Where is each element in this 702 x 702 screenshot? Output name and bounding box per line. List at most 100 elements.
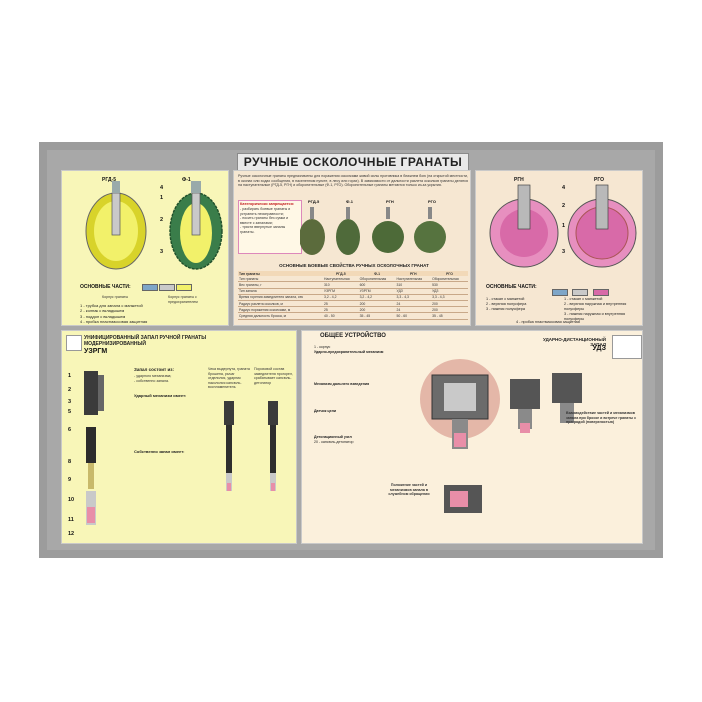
table-cell: 3,2 - 4,2 [358,294,396,301]
table-header-row: Тип гранаты РГД-5 Ф-1 РГН РГО [238,271,468,277]
table-cell: Время горения замедлителя запала, сек [238,294,324,301]
table-cell: 3,3 - 4,3 [431,294,468,301]
part-item: 3 - нижняя полусфера [486,307,526,311]
table-row: Время горения замедлителя запала, сек 3,2… [238,294,468,301]
legend-swatch-fuse [158,284,175,291]
legend-swatch-body [552,289,568,297]
table-cell: 200 [358,306,396,314]
list-item: 1 - корпус [314,345,331,349]
table-cell: 40 - 50 [323,312,359,320]
poster-frame: РУЧНЫЕ ОСКОЛОЧНЫЕ ГРАНАТЫ РГД-5 Ф-1 4 1 … [39,142,663,558]
legend-right [552,284,609,302]
panel-rgd5-f1: РГД-5 Ф-1 4 1 2 3 ОСНОВНЫЕ ЧАСТИ: Корпус… [61,170,229,326]
table-cell: 200 [431,306,468,314]
grenade-name-f1: Ф-1 [182,177,191,183]
table-cell: Оборонительная [431,276,468,283]
table-cell: 25 [323,300,359,308]
table-cell: УДЗ [395,288,432,295]
grenade-name-rgd5: РГД-5 [102,177,117,183]
uzrgm-heading: УНИФИЦИРОВАННЫЙ ЗАПАЛ РУЧНОЙ ГРАНАТЫ МОД… [84,335,207,347]
udz-model: УДЗ [592,345,606,352]
striker-heading: Ударный механизм имеет: [134,393,187,398]
intro-text: Ручные осколочные гранаты предназначены … [238,174,468,188]
legend-swatch-charge [175,284,192,291]
part-item: 3 - поддон с вкладышем [80,313,126,319]
list-subheading: Механизм дальнего взведения [314,382,370,387]
part-item: 2 - верхняя полусфера [486,302,527,306]
poster-inner: РУЧНЫЕ ОСКОЛОЧНЫЕ ГРАНАТЫ РГД-5 Ф-1 4 1 … [47,150,655,550]
caption-body-right: Корпус гранаты с предохранителем [168,295,198,304]
note-thrown: Чека выдернута, граната брошена, рычаг о… [208,367,250,390]
table-cell: Оборонительная [358,276,396,283]
panel-overview: Ручные осколочные гранаты предназначены … [233,170,471,326]
table-cell: 24 [395,306,432,314]
table-cell: 310 [395,281,432,289]
part-item: 4 - пробка пластмассовая защитная [80,319,148,325]
fuse-photo [612,335,642,359]
panel-udz: ОБЩЕЕ УСТРОЙСТВО УДАРНО-ДИСТАНЦИОННЫЙ ЗА… [301,330,643,544]
table-cell: Наступательная [323,276,359,283]
grenade-label: РГН [386,199,394,204]
panel-rgn-rgo: РГН РГО 4 2 1 3 ОСНОВНЫЕ ЧАСТИ: 1 - стак… [475,170,643,326]
table-cell: 310 [323,281,359,289]
udz-interaction [510,373,582,433]
table-cell: Тип гранаты [238,276,324,283]
table-cell: 24 [395,300,432,308]
panel-uzrgm: УНИФИЦИРОВАННЫЙ ЗАПАЛ РУЧНОЙ ГРАНАТЫ МОД… [61,330,297,544]
poster-title: РУЧНЫЕ ОСКОЛОЧНЫЕ ГРАНАТЫ [237,153,469,171]
table-header-cell: РГД-5 [323,271,359,277]
rgd5-f1-cutaway [85,181,223,270]
table-cell: Вес гранаты, г [238,281,324,289]
table-cell: Радиус поражения осколками, м [238,306,324,314]
table-cell: 3,3 - 4,3 [395,294,432,301]
part-item: 2 - колпак с вкладышем [80,308,125,314]
list-subheading: Датчик цели [314,408,337,413]
table-header-cell: РГН [395,271,432,277]
table-cell: Тип запала [238,288,324,295]
legend-swatch-charge [592,289,609,297]
part-item: 1 - стакан с манжетой [564,297,603,301]
grenade-label: РГД-5 [308,199,320,204]
parts-heading-right: ОСНОВНЫЕ ЧАСТИ: [486,284,537,290]
properties-table: Тип гранаты РГД-5 Ф-1 РГН РГО Тип гранат… [238,271,468,320]
table-cell: 530 [431,281,468,289]
general-heading: ОБЩЕЕ УСТРОЙСТВО [320,333,386,339]
consists-heading: Запал состоит из: [134,367,174,372]
table-cell: Наступательная [395,276,432,283]
udz-heading: УДАРНО-ДИСТАНЦИОННЫЙ ЗАПАЛ [543,337,606,347]
legend-swatch-fuse [572,289,589,297]
warning-item: - трясти ввернутые запалы гранаты. [240,225,286,234]
udz-parts-list: 1 - корпус Ударно-предохранительный меха… [314,345,404,445]
interaction-caption: Взаимодействие частей и механизмов запал… [566,411,637,425]
legend-swatch-body [142,284,158,291]
table-cell: 50 - 60 [395,312,432,320]
udz-cutaway [420,359,500,449]
table-cell: 35 - 45 [358,312,396,320]
table-cell: Средняя дальность броска, м [238,312,324,320]
caption-body-left: Корпус гранаты [102,295,129,299]
table-cell: 25 [323,306,359,314]
table-cell: Радиус разлета осколков, м [238,300,324,308]
consists-item: - собственно запала. [134,379,170,383]
table-cell: 600 [358,281,396,289]
table-title: ОСНОВНЫЕ БОЕВЫЕ СВОЙСТВА РУЧНЫХ ОСКОЛОЧН… [279,263,429,268]
table-cell: 200 [431,300,468,308]
warning-item: - носить гранаты без сумки и вместе с за… [240,216,289,225]
table-cell: УЗРГМ [323,288,359,295]
table-header-cell: Ф-1 [358,271,396,277]
table-header-cell: РГО [431,271,468,277]
grenade-label: РГО [428,199,436,204]
fuse-heading: Собственно запал имеет: [134,449,185,454]
part-item: 3 - нижняя наружная и внутренняя полусфе… [564,312,626,321]
fuse-icon [66,335,82,351]
parts-list-rgn: 1 - стакан с манжетой 2 - верхняя полусф… [486,297,558,312]
table-cell: 35 - 45 [431,312,468,320]
table-cell: УДЗ [431,288,468,295]
rgn-rgo-cutaway [489,184,637,268]
grenade-name-rgo: РГО [594,177,604,183]
